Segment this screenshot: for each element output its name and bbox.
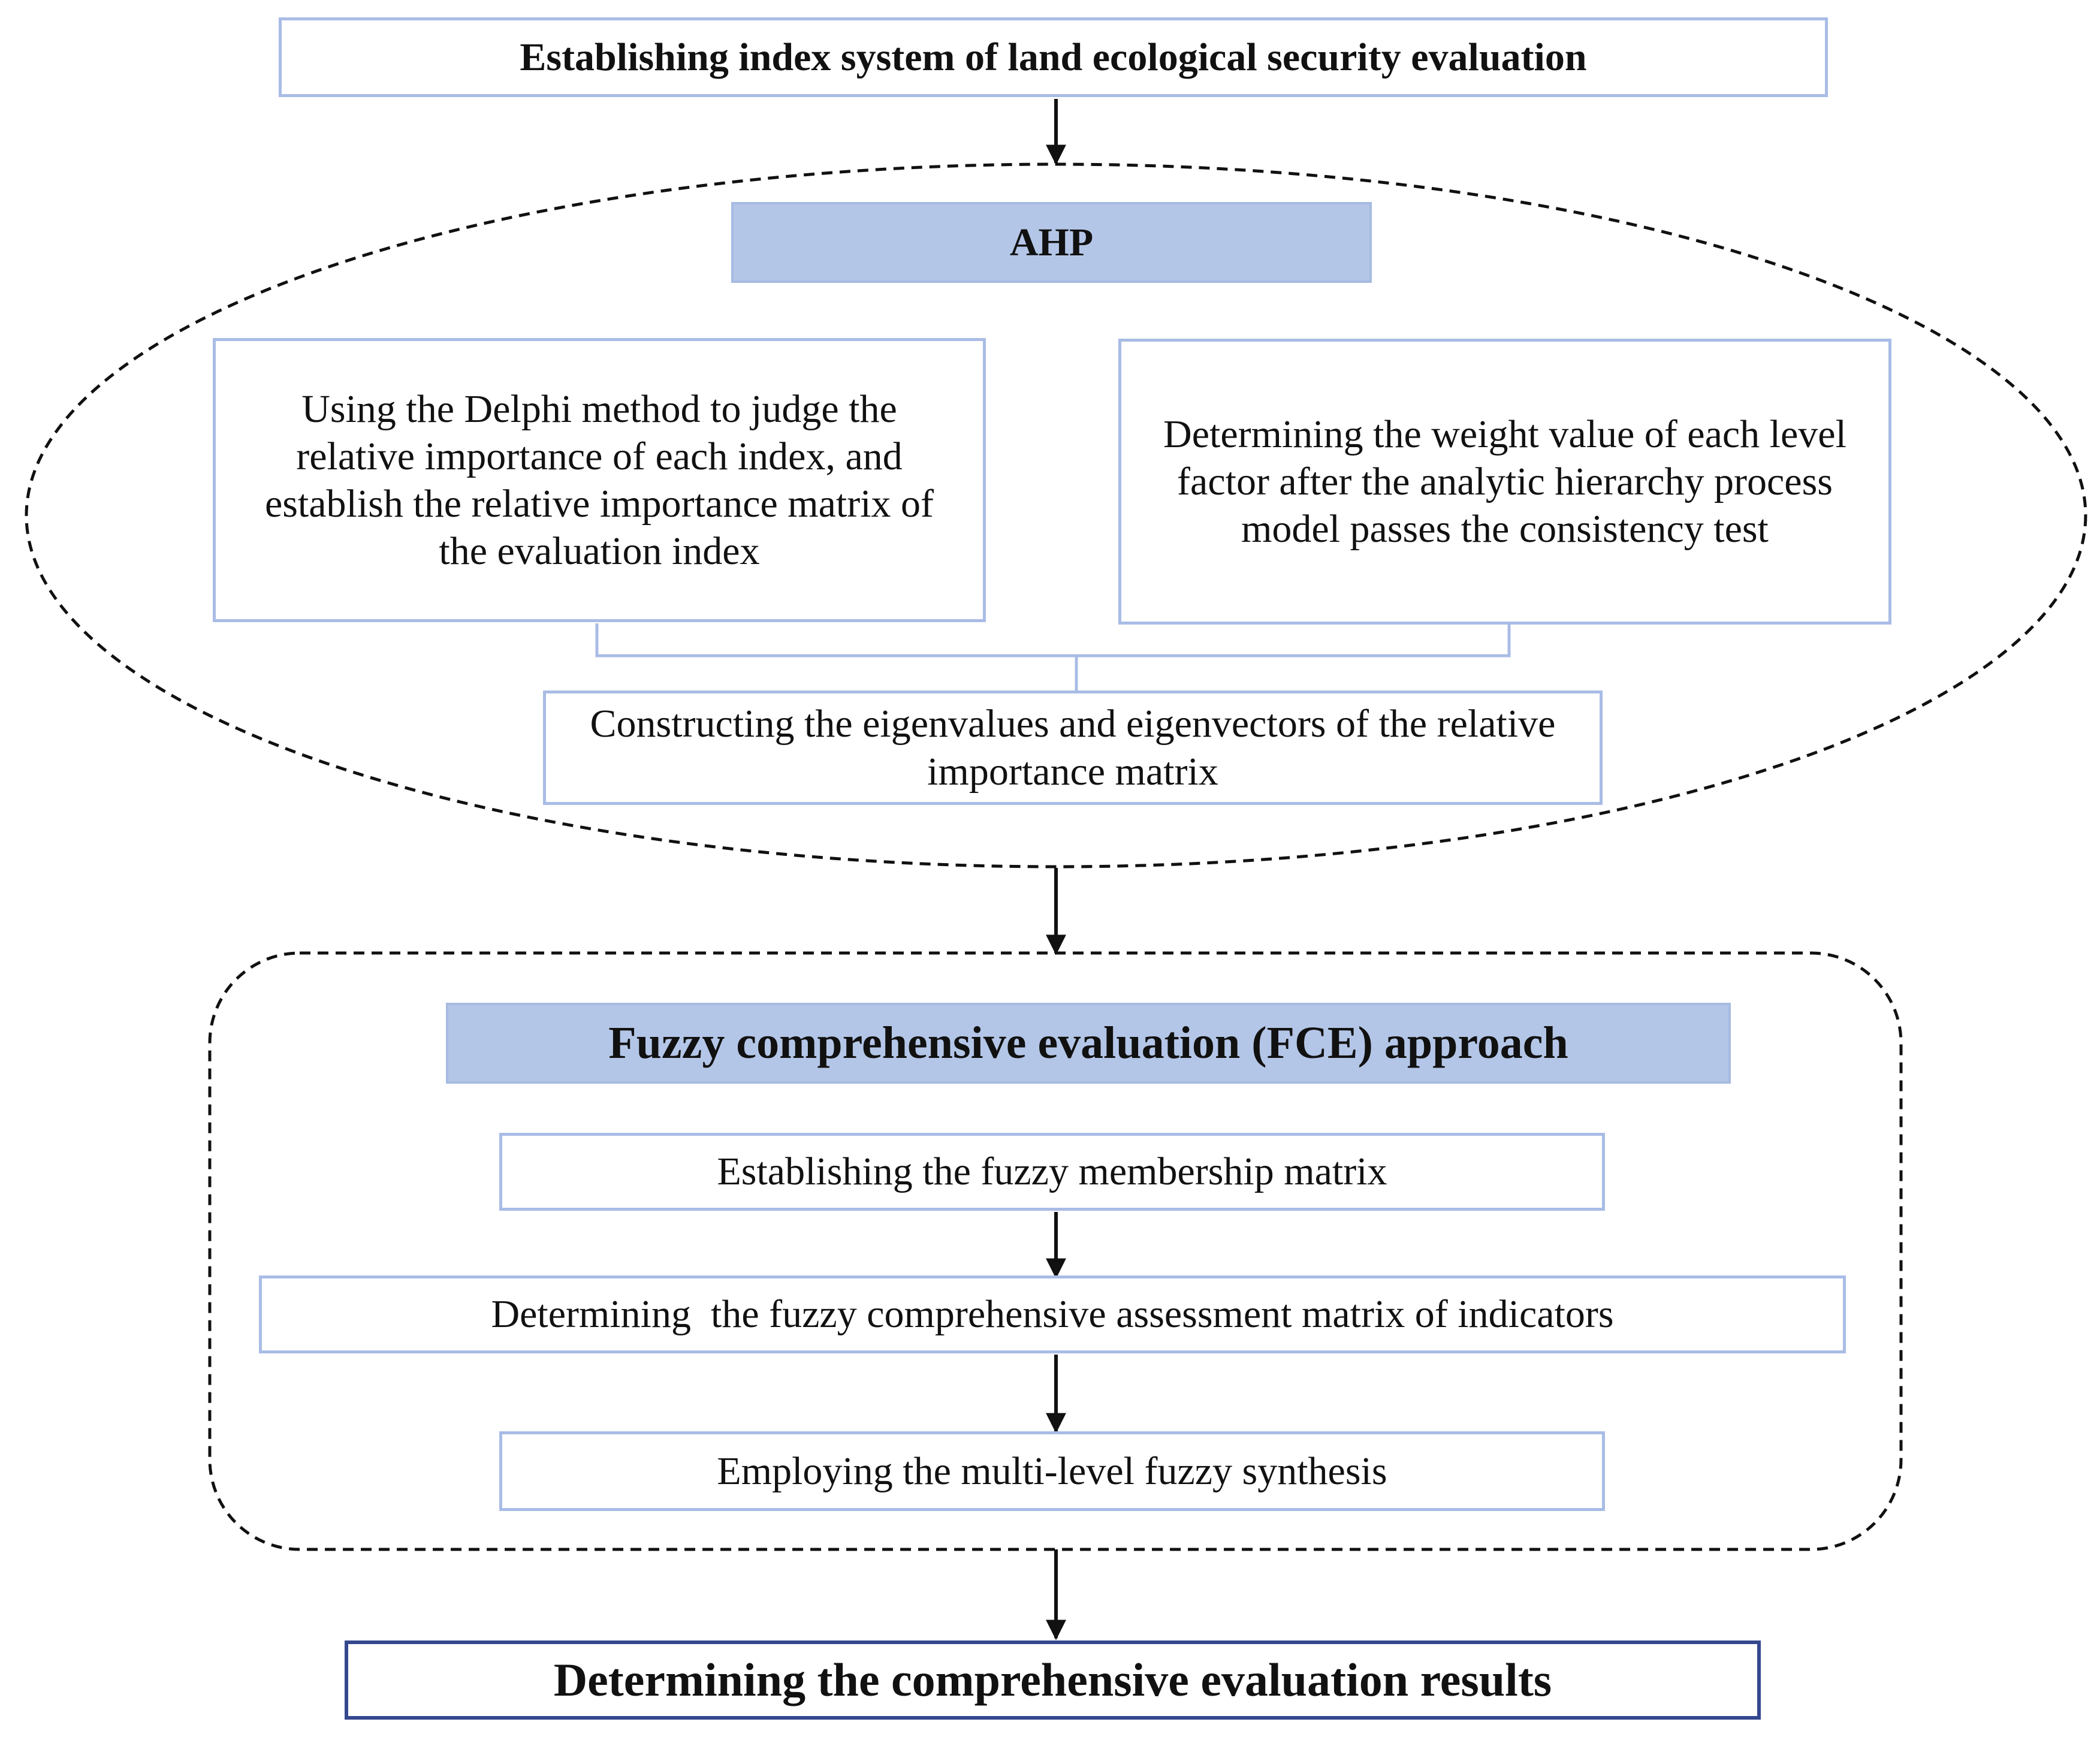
fce-title-box: Fuzzy comprehensive evaluation (FCE) app…: [446, 1003, 1731, 1084]
delphi-method-box: Using the Delphi method to judge the rel…: [213, 338, 986, 622]
ahp-bracket-connector: [595, 623, 1511, 658]
multi-level-synthesis-box: Employing the multi-level fuzzy synthesi…: [499, 1431, 1605, 1511]
ahp-title-box: AHP: [731, 202, 1372, 283]
evaluation-results-box: Determining the comprehensive evaluation…: [345, 1640, 1761, 1720]
fuzzy-membership-box: Establishing the fuzzy membership matrix: [499, 1133, 1605, 1211]
assessment-matrix-box: Determining the fuzzy comprehensive asse…: [259, 1275, 1846, 1353]
eigenvalues-box: Constructing the eigenvalues and eigenve…: [543, 690, 1603, 805]
weight-value-box: Determining the weight value of each lev…: [1118, 339, 1891, 625]
index-system-box: Establishing index system of land ecolog…: [279, 17, 1828, 97]
